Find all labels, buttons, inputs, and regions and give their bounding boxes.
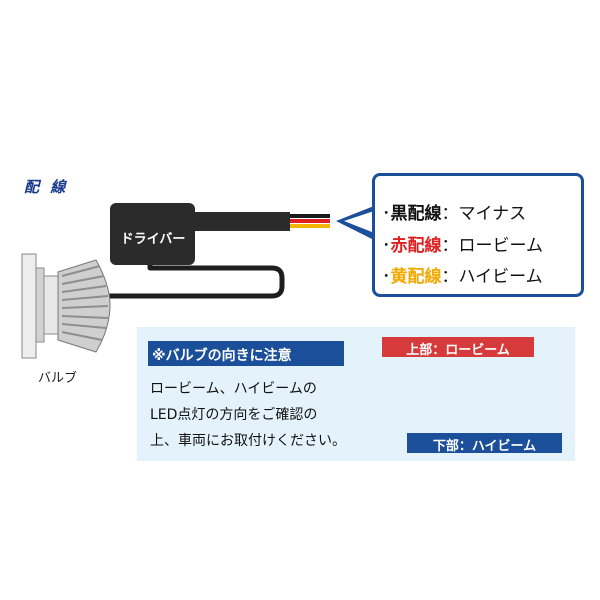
notice-text-line: LED点灯の方向をご確認の (150, 407, 318, 423)
wire-name: 黄配線 (390, 267, 442, 287)
driver-cable (97, 259, 285, 299)
lower-label-badge (407, 433, 562, 453)
notice-text-line: 上、車両にお取付けください。 (150, 433, 346, 449)
wire-function: マイナス (458, 204, 527, 224)
lower-high-beam-label: 下部：ハイビーム (432, 439, 537, 454)
upper-low-beam-label: 上部：ロービーム (406, 343, 510, 358)
notice-title-badge (148, 341, 344, 366)
driver-module (110, 203, 195, 265)
driver-label: ドライバー (120, 232, 186, 247)
wire-legend-item: ･黒配線：マイナス (382, 204, 527, 224)
wire-sheath (195, 212, 290, 231)
upper-label-badge (382, 337, 534, 357)
notice-text-line: ロービーム、ハイビームの (150, 381, 317, 397)
wire-legend-item: ･赤配線：ロービーム (382, 236, 544, 256)
wire-function: ハイビーム (458, 267, 543, 287)
wire-legend-item: ･黄配線：ハイビーム (382, 267, 543, 287)
bulb-label: バルブ (38, 371, 78, 386)
wire-name: 黒配線 (390, 204, 442, 224)
wire-function: ロービーム (458, 236, 544, 256)
wire-name: 赤配線 (390, 236, 442, 256)
diagram-title: 配 線 (24, 178, 69, 196)
notice-title: ※バルブの向きに注意 (152, 348, 292, 364)
bulb-illustration (21, 253, 111, 359)
wire-legend-callout (372, 173, 584, 297)
